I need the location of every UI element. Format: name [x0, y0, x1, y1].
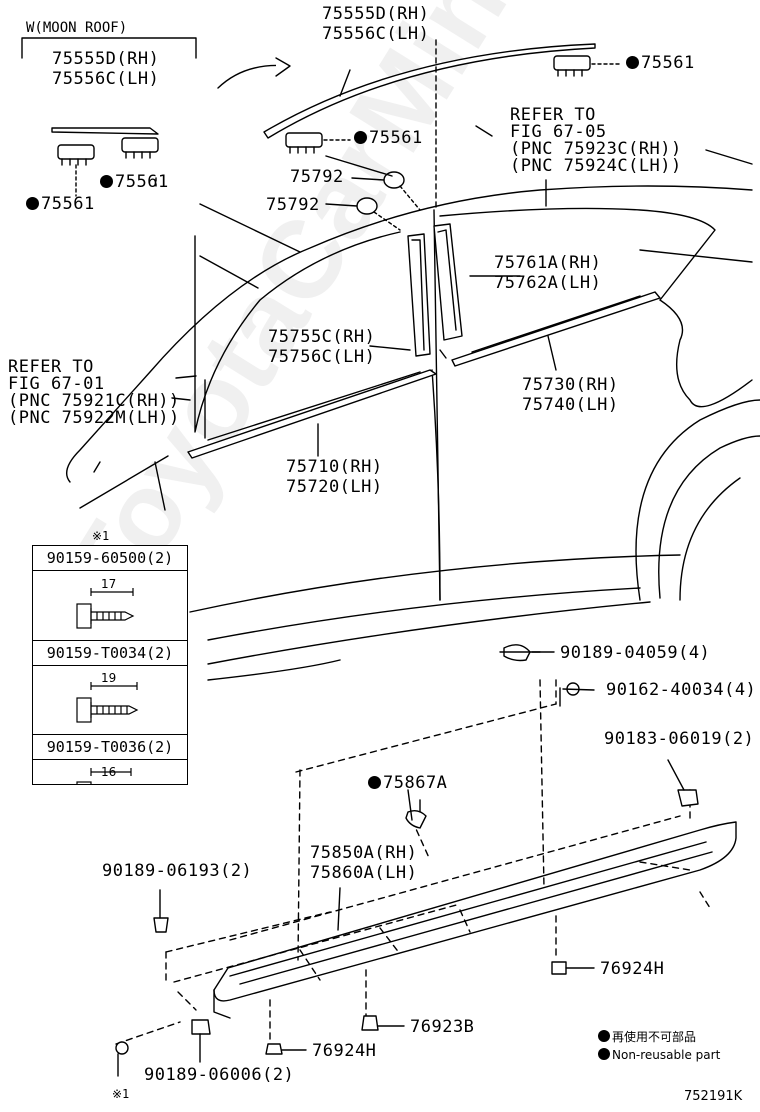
screw-1 — [76, 588, 135, 629]
non-reusable-dot — [100, 175, 113, 188]
refer-front-line2: FIG 67-01 — [8, 374, 105, 394]
body-crease-3 — [207, 601, 651, 665]
label-76924h-right: 76924H — [600, 959, 665, 979]
label-90162-40034: 90162-40034(4) — [606, 680, 757, 700]
label-76923b: 76923B — [410, 1017, 475, 1037]
label-roof-molding-rh: 75555D(RH) — [322, 4, 430, 24]
screw-2 — [76, 682, 139, 723]
label-roof-molding-inset-lh: 75556C(LH) — [52, 69, 160, 89]
label-rear-pillar-rh: 75761A(RH) — [494, 253, 602, 273]
clip-76923b — [361, 1015, 379, 1031]
diagram-id: 752191K — [684, 1089, 743, 1104]
label-clip-75561-a: 75561 — [100, 173, 169, 192]
refer-rear-line4: (PNC 75924C(LH)) — [510, 156, 682, 176]
label-clip-75561-b: 75561 — [26, 195, 95, 214]
refer-front-line4: (PNC 75922M(LH)) — [8, 408, 180, 428]
screw-row-1-part: 90159-60500(2) — [33, 546, 187, 571]
label-76924h-left: 76924H — [312, 1041, 377, 1061]
clip-76924h-left — [265, 1043, 283, 1055]
arrow-head — [275, 57, 291, 77]
screw-row-1-length: 17 — [101, 577, 117, 591]
moon-roof-bracket — [21, 37, 197, 59]
roof-molding-top — [263, 43, 596, 139]
wheel-arch-inner — [658, 435, 760, 599]
screw-3 — [76, 768, 132, 784]
legend-dot-en — [598, 1048, 610, 1060]
label-90189-04059: 90189-04059(4) — [560, 643, 711, 663]
screw-bottom — [115, 1041, 129, 1055]
leader-windshield — [199, 255, 259, 289]
label-rear-pillar-lh: 75762A(LH) — [494, 273, 602, 293]
label-clip-75561-c: 75561 — [626, 54, 695, 73]
non-reusable-dot — [368, 776, 381, 789]
leader-roof — [199, 203, 301, 253]
legend-dot-jp — [598, 1030, 610, 1042]
moon-roof-label: W(MOON ROOF) — [26, 20, 128, 36]
label-clip-75867a: 75867A — [368, 774, 447, 793]
label-90189-06193: 90189-06193(2) — [102, 861, 253, 881]
label-roof-molding-inset-rh: 75555D(RH) — [52, 49, 160, 69]
screw-drawings — [76, 588, 139, 784]
refer-rear-line3: (PNC 75923C(RH)) — [510, 139, 682, 159]
non-reusable-dot — [26, 197, 39, 210]
rear-window — [439, 207, 716, 301]
label-rear-belt-rh: 75730(RH) — [522, 375, 619, 395]
body-crease-1 — [189, 554, 681, 613]
screw-table: 90159-60500(2) 90159-T0034(2) 90159-T003… — [32, 545, 188, 785]
wheel-arch-outer — [635, 399, 760, 601]
body-crease-2 — [207, 587, 641, 641]
label-clip-75792-b: 75792 — [266, 195, 320, 215]
label-roof-molding-lh: 75556C(LH) — [322, 24, 430, 44]
label-clip-75561-d: 75561 — [354, 129, 423, 148]
label-front-belt-lh: 75720(LH) — [286, 477, 383, 497]
label-clip-75792-a: 75792 — [290, 167, 344, 187]
roof-line — [66, 185, 753, 483]
refer-front-line3: (PNC 75921C(RH)) — [8, 391, 180, 411]
clip-75867a — [405, 809, 427, 829]
rocker-panel — [213, 821, 737, 1019]
rear-pillar-garnish — [433, 223, 463, 341]
label-front-pillar-rh: 75755C(RH) — [268, 327, 376, 347]
rear-belt-molding — [451, 291, 661, 367]
legend-en: Non-reusable part — [598, 1048, 720, 1062]
label-front-pillar-lh: 75756C(LH) — [268, 347, 376, 367]
legend-jp: 再使用不可部品 — [598, 1030, 696, 1044]
screw-row-2-length: 19 — [101, 671, 117, 685]
label-90183-06019: 90183-06019(2) — [604, 729, 755, 749]
quarter-line — [659, 299, 753, 408]
bottom-mark: ※1 — [112, 1087, 130, 1101]
label-90189-06006: 90189-06006(2) — [144, 1065, 295, 1085]
refer-rear-line2: FIG 67-05 — [510, 122, 607, 142]
clip-90183-06019 — [677, 789, 699, 807]
clip-90189-06006 — [191, 1019, 211, 1035]
clip-group — [57, 55, 591, 166]
screw-row-2-part: 90159-T0034(2) — [33, 640, 187, 666]
front-belt-molding — [187, 369, 437, 459]
non-reusable-dot — [354, 131, 367, 144]
clip-76924h-right — [551, 961, 567, 975]
clip-90189-06193 — [153, 917, 169, 933]
roof-molding-inset — [51, 127, 159, 135]
non-reusable-dot — [626, 56, 639, 69]
refer-front-line1: REFER TO — [8, 357, 94, 377]
label-front-belt-rh: 75710(RH) — [286, 457, 383, 477]
screw-row-3-part: 90159-T0036(2) — [33, 734, 187, 760]
label-rear-belt-lh: 75740(LH) — [522, 395, 619, 415]
screw-table-mark: ※1 — [92, 529, 110, 543]
label-rocker-rh: 75850A(RH) — [310, 843, 418, 863]
front-pillar-garnish — [407, 233, 431, 357]
refer-rear-line1: REFER TO — [510, 105, 596, 125]
assembly-guides — [115, 679, 711, 1045]
label-rocker-lh: 75860A(LH) — [310, 863, 418, 883]
